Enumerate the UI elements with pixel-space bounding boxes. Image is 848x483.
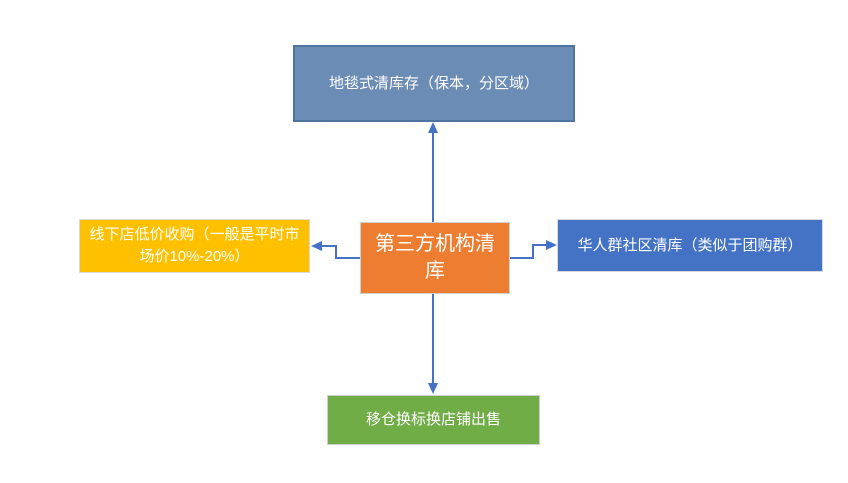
arrow-center-to-right	[510, 240, 557, 259]
node-relabel-resell-label: 移仓换标换店铺出售	[365, 411, 501, 429]
node-relabel-resell: 移仓换标换店铺出售	[327, 395, 540, 445]
node-offline-store-buyout-label: 线下店低价收购（一般是平时市场价10%-20%）	[89, 226, 300, 265]
node-offline-store-buyout: 线下店低价收购（一般是平时市场价10%-20%）	[79, 219, 310, 273]
node-chinese-community-group-label: 华人群社区清库（类似于团购群）	[577, 236, 803, 254]
node-chinese-community-group: 华人群社区清库（类似于团购群）	[557, 219, 823, 272]
arrow-center-to-top	[428, 122, 438, 222]
node-carpet-clearance: 地毯式清库存（保本，分区域）	[293, 45, 575, 122]
arrow-center-to-bottom	[428, 294, 438, 394]
node-carpet-clearance-label: 地毯式清库存（保本，分区域）	[328, 74, 539, 92]
node-third-party-agency: 第三方机构清库	[360, 222, 510, 294]
arrow-center-to-left	[311, 241, 360, 259]
node-third-party-agency-label: 第三方机构清库	[375, 233, 495, 282]
